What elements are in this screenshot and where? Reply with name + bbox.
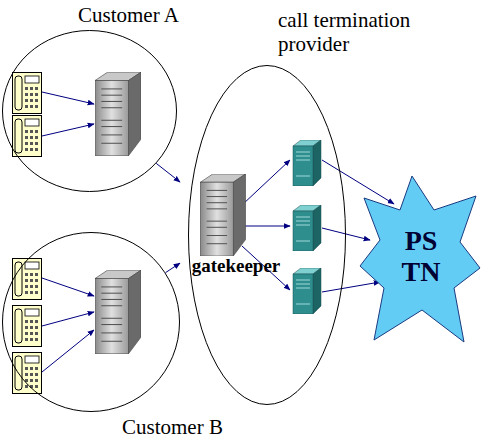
- ellipse-border: [3, 31, 177, 192]
- server-icon: [95, 270, 141, 354]
- wire: [322, 228, 370, 240]
- connector-line: [165, 263, 180, 273]
- group-heading: Customer B: [122, 415, 282, 439]
- ellipse-border: [3, 233, 180, 412]
- wire: [242, 160, 290, 205]
- server-icon: [200, 174, 245, 256]
- phone-icon: [13, 116, 42, 157]
- ellipse-outline: [2, 30, 177, 192]
- network-label: PS TN: [392, 226, 450, 288]
- connector-line: [156, 163, 180, 182]
- customer-ellipse: Customer B: [2, 232, 180, 412]
- gateway-icon: [293, 268, 321, 314]
- server-icon: [95, 72, 141, 156]
- group-heading: Customer A: [78, 3, 238, 27]
- ellipse-outline: [2, 232, 180, 412]
- star-shape: [360, 176, 480, 342]
- wire: [42, 124, 94, 136]
- phone-icon: [13, 73, 42, 114]
- ellipse-border: [189, 66, 346, 405]
- wire: [322, 160, 394, 204]
- phone-icon: [13, 353, 42, 394]
- gateway-icon: [293, 205, 321, 251]
- pstn-cloud: PS TN: [360, 176, 480, 344]
- server-label: gatekeeper: [174, 255, 298, 277]
- phone-icon: [13, 259, 42, 300]
- provider-ellipse: call termination providergatekeeper: [188, 65, 346, 405]
- wire: [42, 92, 94, 104]
- group-heading: call termination provider: [278, 8, 428, 56]
- customer-ellipse: Customer A: [2, 30, 177, 192]
- wire: [42, 330, 94, 372]
- gatekeeper-server: gatekeeper: [180, 172, 292, 280]
- wire: [42, 278, 94, 296]
- wire: [42, 312, 94, 326]
- gateway-icon: [293, 140, 321, 186]
- wire: [322, 282, 380, 292]
- phone-icon: [13, 306, 42, 347]
- wire: [242, 226, 290, 227]
